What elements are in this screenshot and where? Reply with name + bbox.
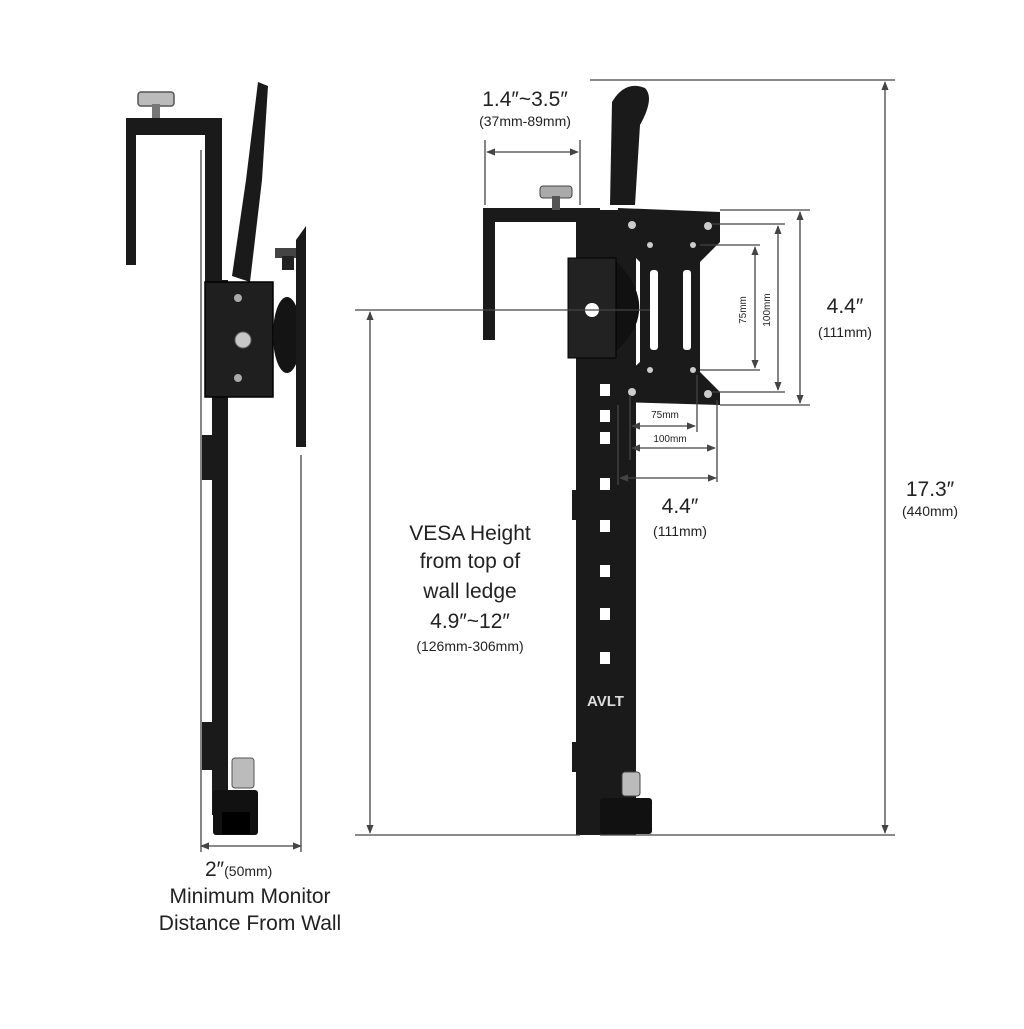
side-view-mount [126,82,306,835]
vesa-height-line2: from top of [419,550,521,573]
total-height-metric: (440mm) [901,503,958,519]
plate-height-value: 4.4″ [826,295,864,318]
vesa-100-horizontal-label: 100mm [653,434,687,445]
vesa-height-line1: VESA Height [409,522,531,545]
vesa-100-vertical-label: 100mm [762,293,773,326]
ledge-width-value: 1.4″~3.5″ [482,88,568,111]
plate-width-value: 4.4″ [661,495,699,518]
plate-height-metric: (111mm) [818,324,872,340]
brand-logo: AVLT [587,693,624,710]
wall-distance-metric: (50mm) [224,863,273,879]
vesa-height-metric: (126mm-306mm) [416,638,524,654]
wall-distance-dimension [200,150,302,852]
wall-distance-value: 2″ [205,858,225,881]
wall-distance-caption-line1: Minimum Monitor [169,885,331,908]
front-view-mount [483,85,720,835]
front-dimensions [355,79,895,836]
total-height-value: 17.3″ [905,478,955,501]
vesa-height-line3: wall ledge [423,580,517,603]
ledge-width-metric: (37mm-89mm) [479,113,571,129]
vesa-75-vertical-label: 75mm [738,296,749,324]
vesa-75-horizontal-label: 75mm [651,410,679,421]
wall-distance-caption-line2: Distance From Wall [158,912,342,935]
plate-width-metric: (111mm) [653,523,707,539]
vesa-height-value: 4.9″~12″ [430,610,510,633]
wall-distance-value-row: 2″(50mm) [205,858,272,882]
